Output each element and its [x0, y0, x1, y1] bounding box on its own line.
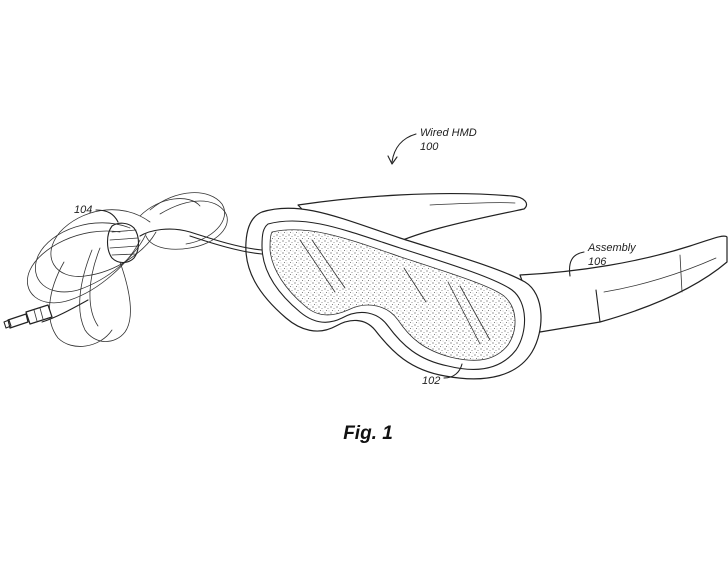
assembly-ref-number: 106: [588, 256, 607, 268]
lens: [269, 229, 516, 361]
device-ref-number: 100: [420, 141, 439, 153]
near-temple-arm: [519, 235, 728, 333]
audio-plug: [3, 304, 53, 329]
cable: [27, 192, 263, 347]
figure-caption: Fig. 1: [343, 423, 393, 444]
assembly-label: Assembly: [587, 242, 637, 254]
leader-lines: [95, 133, 585, 379]
cable-ref-number: 104: [74, 204, 92, 216]
device-label: Wired HMD: [420, 127, 477, 139]
lens-ref-number: 102: [422, 375, 440, 387]
